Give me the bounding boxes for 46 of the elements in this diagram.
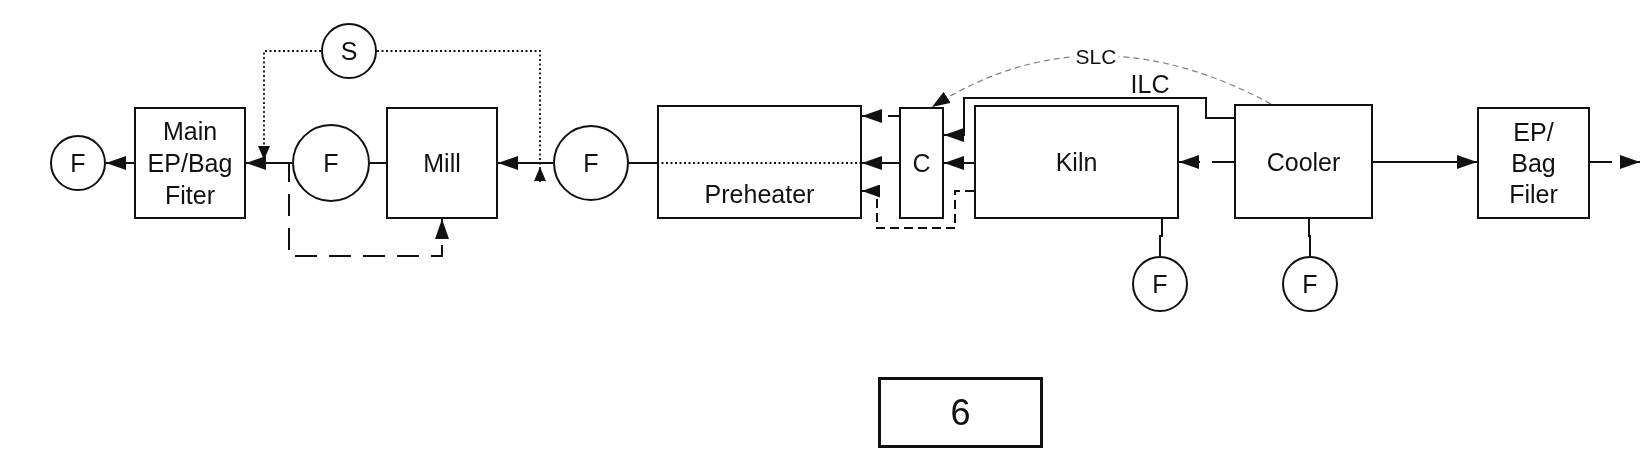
node-label: F [583, 148, 599, 178]
node-label: Kiln [1055, 147, 1098, 177]
process-box [1234, 104, 1373, 219]
circle-node [321, 23, 377, 79]
node-label: F [70, 148, 86, 178]
arrow [943, 97, 1235, 142]
node-label: Mill [423, 148, 461, 178]
node-label: F [323, 148, 339, 178]
circle-node [1132, 256, 1188, 312]
dashed-arrow [1589, 155, 1641, 169]
node-label: Main EP/Bag Fiter [146, 116, 234, 211]
arrow [861, 156, 900, 170]
node-label: C [912, 148, 931, 178]
process-box [974, 105, 1179, 219]
dashed-arrow [861, 109, 900, 123]
connector-line [1159, 218, 1163, 257]
dashed-arrow [288, 162, 449, 257]
node-label: Cooler [1266, 146, 1341, 177]
curved-dashed-arrow [931, 55, 1272, 108]
dashed-arrow [861, 184, 975, 229]
arrow [1372, 155, 1478, 169]
connector-line [369, 162, 387, 164]
circle-node [1282, 256, 1338, 312]
node-label: EP/ Bag Filer [1508, 116, 1559, 210]
process-box [1477, 107, 1590, 219]
connector-line [628, 162, 658, 164]
connector-line [1308, 218, 1311, 257]
process-box [899, 107, 944, 219]
number-box [878, 377, 1043, 448]
dashed-arrow [1178, 155, 1235, 169]
circle-node [553, 125, 629, 201]
circle-node [292, 124, 370, 202]
arrow [943, 156, 975, 170]
process-box [657, 105, 862, 219]
node-label: 6 [950, 392, 971, 433]
node-label: F [1302, 269, 1318, 299]
node-label: S [340, 36, 358, 66]
dotted-arrow [376, 50, 546, 183]
node-label: F [1152, 269, 1168, 299]
circle-node [50, 135, 106, 191]
arrow [497, 156, 554, 170]
process-box [134, 107, 246, 219]
arrow [105, 156, 135, 170]
dotted-arrow [258, 50, 322, 161]
process-box [386, 107, 498, 219]
node-label: Preheater [704, 179, 815, 209]
